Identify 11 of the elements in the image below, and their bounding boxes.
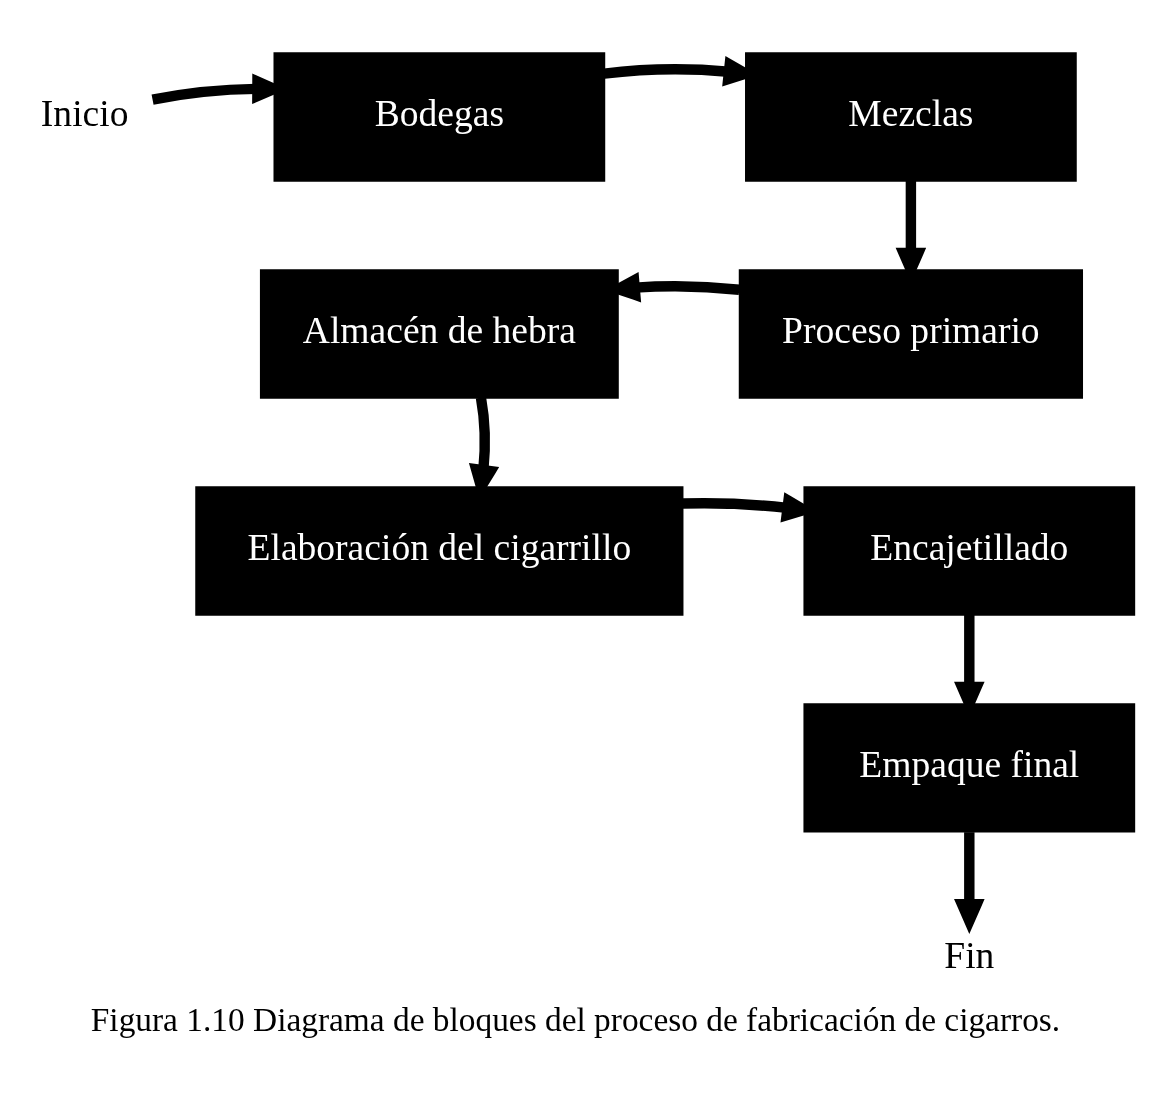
node-box: Almacén de hebra <box>259 268 619 399</box>
arrow <box>954 831 985 934</box>
node-box: Elaboración del cigarrillo <box>195 485 684 616</box>
node-box: Mezclas <box>745 51 1077 182</box>
node-box: Proceso primario <box>738 268 1084 399</box>
node-box: Encajetillado <box>803 485 1136 616</box>
node-text: Inicio <box>40 92 129 134</box>
node-text: Fin <box>944 934 995 976</box>
caption: Figura 1.10 Diagrama de bloques del proceso de fabricación de cigarros. <box>90 1000 1061 1038</box>
node-box: Empaque final <box>803 702 1136 833</box>
node-box: Bodegas <box>273 51 606 182</box>
